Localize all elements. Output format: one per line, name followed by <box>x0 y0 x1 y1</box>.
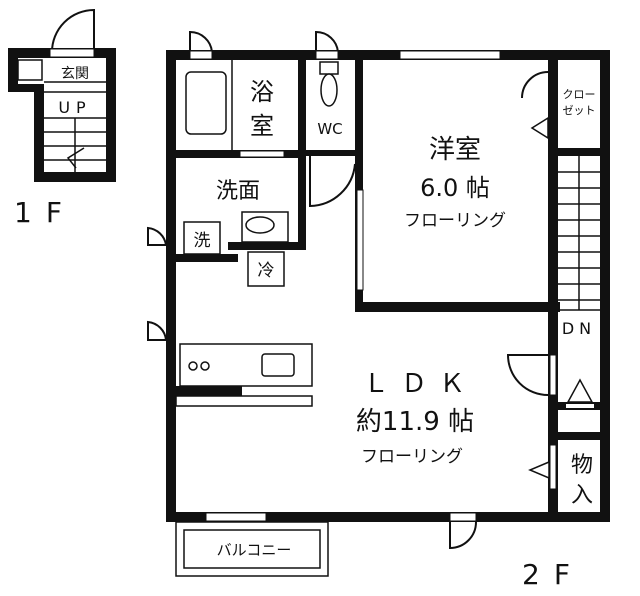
bathtub <box>185 71 227 135</box>
closet-label-2: ゼット <box>563 104 596 117</box>
washer-space <box>183 221 221 255</box>
kitchen-sink <box>261 353 295 377</box>
side-window-swing-lower <box>147 320 168 341</box>
stove-burner-icon <box>200 361 210 371</box>
storage-label-1: 物 <box>571 453 593 478</box>
wc-label: WC <box>317 120 342 138</box>
floor1-plan: 玄関 UP 1F <box>8 8 116 229</box>
wash-basin <box>241 211 289 243</box>
balcony <box>175 521 329 577</box>
stove-burner-icon <box>188 361 198 371</box>
floor2-label: 2F <box>522 558 584 591</box>
toilet <box>320 73 338 107</box>
closet-door-icon <box>530 116 549 140</box>
storage-door-icon <box>528 460 550 480</box>
ldk-door-swing <box>506 354 549 396</box>
floor1-label: 1F <box>14 196 76 229</box>
closet-label-1: クロー <box>563 88 596 101</box>
fridge-label: 冷 <box>258 261 275 281</box>
washroom-label: 洗面 <box>216 179 260 204</box>
ldk-floor: フローリング <box>361 447 463 467</box>
kitchen-counter <box>179 343 313 387</box>
bath-label-2: 室 <box>250 112 274 140</box>
stairs-up-label: UP <box>58 98 91 117</box>
western-window <box>399 50 501 60</box>
western-room-size: 6.0 帖 <box>420 174 490 202</box>
fridge-space <box>247 251 285 287</box>
ldk-title: ＬＤＫ <box>363 369 477 399</box>
western-room-floor: フローリング <box>404 211 506 231</box>
stairs-down <box>558 156 600 311</box>
balcony-door-swing <box>449 521 477 550</box>
wc-window-swing <box>315 30 339 53</box>
stairs-arrow-icon <box>66 147 85 169</box>
bath-label-1: 浴 <box>250 78 274 106</box>
storage-label-2: 入 <box>571 483 593 508</box>
washer-label: 洗 <box>194 231 211 251</box>
entrance-door-swing <box>51 8 95 53</box>
balcony-label: バルコニー <box>217 541 292 559</box>
ldk-size: 約11.9 帖 <box>356 407 474 437</box>
floor2-plan: 浴 室 WC 洋室 6.0 帖 フローリング クロー ゼット <box>147 30 610 591</box>
wc-door-swing <box>309 156 356 208</box>
toilet-tank <box>319 61 339 75</box>
stairs-arrow-icon <box>566 378 594 403</box>
stairs-down-label: DN <box>562 319 596 338</box>
western-door-swing <box>521 71 549 99</box>
entrance-label: 玄関 <box>61 65 89 82</box>
bath-window-swing <box>189 30 213 53</box>
western-room-title: 洋室 <box>429 135 481 165</box>
side-window-swing-upper <box>147 226 168 246</box>
